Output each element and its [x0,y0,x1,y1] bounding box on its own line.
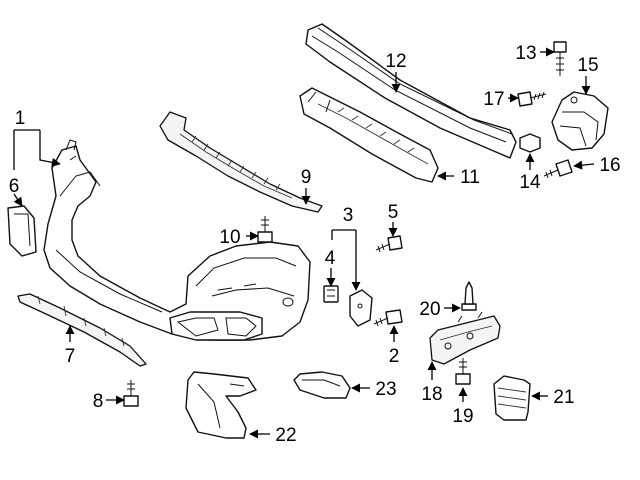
bolt-2 [373,309,403,327]
callout-9: 9 [301,167,312,188]
callout-7: 7 [65,346,76,367]
bolt-16 [543,159,573,179]
lower-side-support [185,371,257,439]
bumper-cover [43,139,311,341]
pouch [493,375,531,421]
lower-spoiler-strip [17,293,147,367]
callout-18: 18 [421,384,442,405]
callout-5: 5 [388,202,399,223]
retainer-clip-4 [323,285,339,303]
callout-11: 11 [460,167,480,188]
leader-lines [13,47,595,439]
callout-1: 1 [15,108,26,129]
callout-10: 10 [219,227,240,248]
callout-8: 8 [93,391,104,412]
callout-12: 12 [385,51,406,72]
push-rivet-20 [461,281,477,311]
callout-22: 22 [275,425,296,446]
side-guide-bracket [429,311,501,365]
callout-16: 16 [599,155,620,176]
callout-4: 4 [325,248,336,269]
callout-2: 2 [389,346,400,367]
callout-14: 14 [519,172,541,193]
callout-3: 3 [343,205,354,226]
callout-21: 21 [553,387,574,408]
screw-13 [553,41,567,76]
screw-19 [455,358,471,385]
absorber-bracket [299,87,439,183]
callout-23: 23 [375,379,396,400]
callout-13: 13 [515,43,536,64]
upper-guide-strip [159,111,323,213]
retainer-bracket-3 [349,289,373,327]
callout-19: 19 [452,406,473,427]
bolt-5 [375,235,403,253]
callout-15: 15 [577,55,598,76]
nut-14 [519,133,541,153]
side-cap [7,205,37,257]
callout-6: 6 [9,176,20,197]
mounting-bracket [551,91,609,151]
callout-17: 17 [483,89,504,110]
screw-8 [123,380,139,407]
callout-20: 20 [419,299,440,320]
bolt-17 [517,91,547,107]
small-guide-bracket [293,371,351,399]
screw-10 [257,216,273,243]
